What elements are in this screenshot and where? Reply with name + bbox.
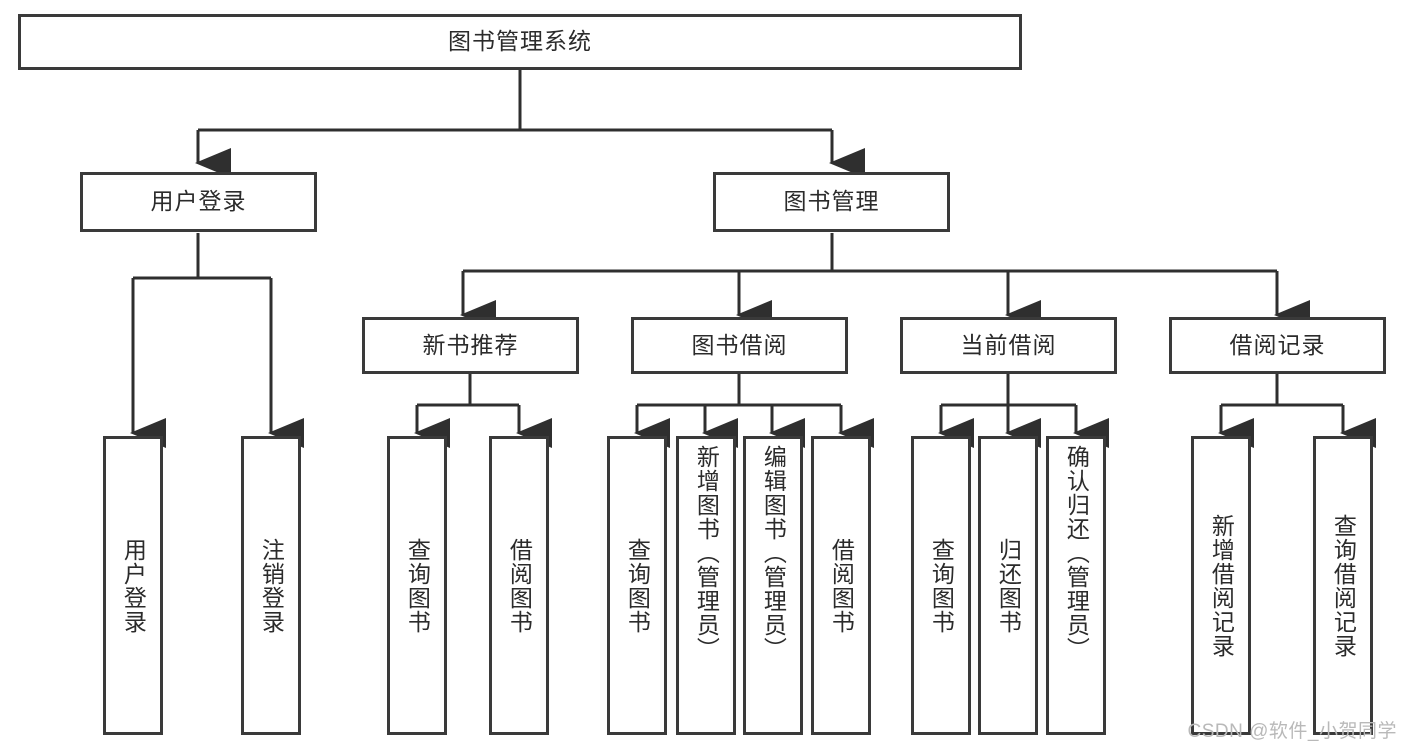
node-new-book-recommend[interactable]: 新书推荐 [362,317,579,374]
leaf-new-book-borrow-label: 借阅图书 [506,537,533,634]
node-book-borrow-label: 图书借阅 [691,331,788,358]
leaf-book-borrow-edit-label: 编辑图书（管理员） [760,445,787,661]
node-book-management[interactable]: 图书管理 [713,172,950,232]
leaf-book-borrow-query-label: 查询图书 [624,537,651,634]
node-root[interactable]: 图书管理系统 [18,14,1022,70]
leaf-user-login-login[interactable]: 用户登录 [103,436,163,735]
leaf-borrow-record-add-label: 新增借阅记录 [1208,513,1235,658]
node-book-borrow[interactable]: 图书借阅 [631,317,848,374]
leaf-book-borrow-borrow-label: 借阅图书 [828,537,855,634]
leaf-current-borrow-query[interactable]: 查询图书 [911,436,971,735]
csdn-watermark: CSDN @软件_小贺同学 [1187,721,1397,742]
node-user-login[interactable]: 用户登录 [80,172,317,232]
leaf-current-borrow-confirm-return-label: 确认归还（管理员） [1063,445,1090,661]
leaf-current-borrow-confirm-return[interactable]: 确认归还（管理员） [1046,436,1106,735]
node-book-management-label: 图书管理 [783,188,880,215]
node-current-borrow-label: 当前借阅 [960,331,1057,358]
leaf-user-login-login-label: 用户登录 [120,537,147,634]
leaf-book-borrow-borrow[interactable]: 借阅图书 [811,436,871,735]
leaf-borrow-record-add[interactable]: 新增借阅记录 [1191,436,1251,735]
leaf-borrow-record-query-label: 查询借阅记录 [1330,513,1357,658]
leaf-current-borrow-query-label: 查询图书 [928,537,955,634]
node-current-borrow[interactable]: 当前借阅 [900,317,1117,374]
node-new-book-recommend-label: 新书推荐 [422,331,519,358]
leaf-book-borrow-query[interactable]: 查询图书 [607,436,667,735]
leaf-new-book-borrow[interactable]: 借阅图书 [489,436,549,735]
node-borrow-record[interactable]: 借阅记录 [1169,317,1386,374]
leaf-book-borrow-add[interactable]: 新增图书（管理员） [676,436,736,735]
leaf-borrow-record-query[interactable]: 查询借阅记录 [1313,436,1373,735]
leaf-current-borrow-return[interactable]: 归还图书 [978,436,1038,735]
leaf-book-borrow-add-label: 新增图书（管理员） [693,445,720,661]
node-user-login-label: 用户登录 [150,188,247,215]
leaf-user-login-logout-label: 注销登录 [258,537,285,634]
node-borrow-record-label: 借阅记录 [1229,331,1326,358]
leaf-user-login-logout[interactable]: 注销登录 [241,436,301,735]
leaf-book-borrow-edit[interactable]: 编辑图书（管理员） [743,436,803,735]
leaf-current-borrow-return-label: 归还图书 [995,537,1022,634]
node-root-label: 图书管理系统 [448,28,592,55]
leaf-new-book-query-label: 查询图书 [404,537,431,634]
leaf-new-book-query[interactable]: 查询图书 [387,436,447,735]
